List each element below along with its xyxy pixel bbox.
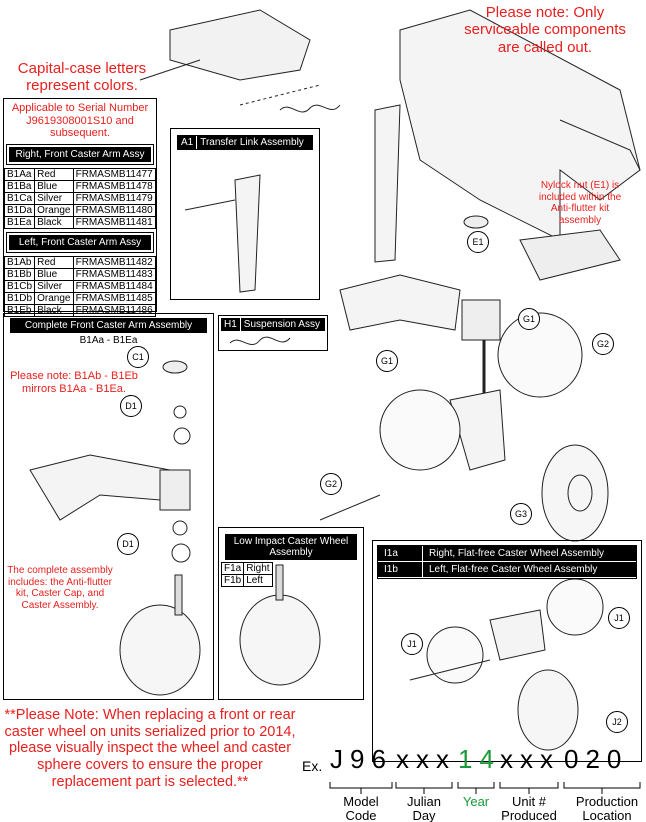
- serial-note: Applicable to Serial Number J9619308001S…: [11, 102, 149, 140]
- julian-day-value: xxx: [396, 744, 456, 774]
- location-value: 020: [564, 744, 629, 774]
- table-cell: Black: [34, 215, 74, 229]
- part-title: Transfer Link Assembly: [197, 136, 312, 149]
- serviceable-note: Please note: Only serviceable components…: [464, 4, 626, 56]
- frame-body: [399, 9, 641, 241]
- callout-g1: G1: [518, 308, 540, 330]
- unit-label: Unit # Produced: [501, 794, 557, 822]
- nylock-note: Nylock nut (E1) is included within the A…: [538, 180, 622, 226]
- left-arm-title: Left, Front Caster Arm Assy: [9, 234, 151, 250]
- table-cell: Left, Flat-free Caster Wheel Assembly: [423, 562, 636, 577]
- year-value: 14: [458, 744, 501, 774]
- callout-c1: C1: [127, 346, 149, 368]
- caster-wheel: [541, 444, 609, 542]
- complete-arm-title: Complete Front Caster Arm Assembly: [10, 318, 207, 333]
- callout-j2: J2: [606, 711, 628, 733]
- callout-g2: G2: [320, 473, 342, 495]
- right-arm-title: Right, Front Caster Arm Assy: [9, 146, 151, 162]
- mirrors-note: Please note: B1Ab - B1Eb mirrors B1Aa - …: [10, 370, 138, 395]
- table-cell: FRMASMB11481: [72, 215, 157, 229]
- part-code: H1: [221, 318, 241, 331]
- table-cell: I1a: [378, 546, 423, 561]
- caster-arm-color-table: Applicable to Serial Number J9619308001S…: [3, 98, 157, 317]
- suspension-header: H1 Suspension Assy: [221, 318, 325, 331]
- right-arm-header: Right, Front Caster Arm Assy: [6, 143, 154, 165]
- low-impact-title: Low Impact Caster Wheel Assembly: [225, 534, 357, 560]
- table-cell: Left: [243, 574, 273, 587]
- callout-d1: D1: [117, 533, 139, 555]
- julian-day-label: Julian Day: [407, 794, 441, 822]
- callout-g1: G1: [376, 350, 398, 372]
- spring: [279, 104, 341, 113]
- model-code-label: Model Code: [343, 794, 379, 822]
- table-cell: I1b: [378, 562, 423, 577]
- year-label: Year: [462, 794, 490, 809]
- sphere-cover-left: [379, 389, 461, 471]
- caster-cap: [463, 215, 489, 229]
- caster-arm: [339, 274, 461, 331]
- left-arm-header: Left, Front Caster Arm Assy: [6, 231, 154, 253]
- location-label: Production Location: [575, 794, 639, 822]
- complete-arm-box: Complete Front Caster Arm Assembly B1Aa …: [3, 313, 214, 700]
- suspension-box: H1 Suspension Assy: [218, 315, 328, 351]
- capital-case-note: Capital-case letters represent colors.: [17, 60, 147, 95]
- callout-g2: G2: [592, 333, 614, 355]
- frame-edge: [559, 119, 641, 171]
- callout-j1: J1: [608, 607, 630, 629]
- frame-axle: [519, 229, 621, 281]
- replacement-note: **Please Note: When replacing a front or…: [4, 707, 296, 790]
- complete-assembly-note: The complete assembly includes: the Anti…: [7, 565, 113, 611]
- unit-value: xxx: [500, 744, 560, 774]
- callout-j1: J1: [401, 633, 423, 655]
- bearing-housing: [461, 299, 501, 341]
- caster-fork: [449, 389, 506, 471]
- transfer-link-box: A1 Transfer Link Assembly: [170, 128, 320, 300]
- model-code-value: J96: [330, 744, 393, 774]
- part-title: Suspension Assy: [240, 318, 325, 331]
- transfer-link-header: A1 Transfer Link Assembly: [177, 135, 313, 150]
- table-cell: B1Ea: [3, 215, 36, 229]
- complete-arm-range: B1Aa - B1Ea: [79, 335, 138, 346]
- callout-e1: E1: [467, 231, 489, 253]
- callout-d1: D1: [120, 395, 142, 417]
- bolt: [139, 59, 201, 81]
- part-code: A1: [178, 136, 198, 149]
- example-prefix: Ex.: [302, 758, 323, 774]
- frame-bracket: [169, 9, 311, 81]
- transfer-link: [374, 104, 401, 263]
- table-cell: Right, Flat-free Caster Wheel Assembly: [423, 546, 636, 561]
- callout-g3: G3: [510, 503, 532, 525]
- axle-bolt: [319, 494, 381, 521]
- sphere-cover-right: [497, 312, 583, 398]
